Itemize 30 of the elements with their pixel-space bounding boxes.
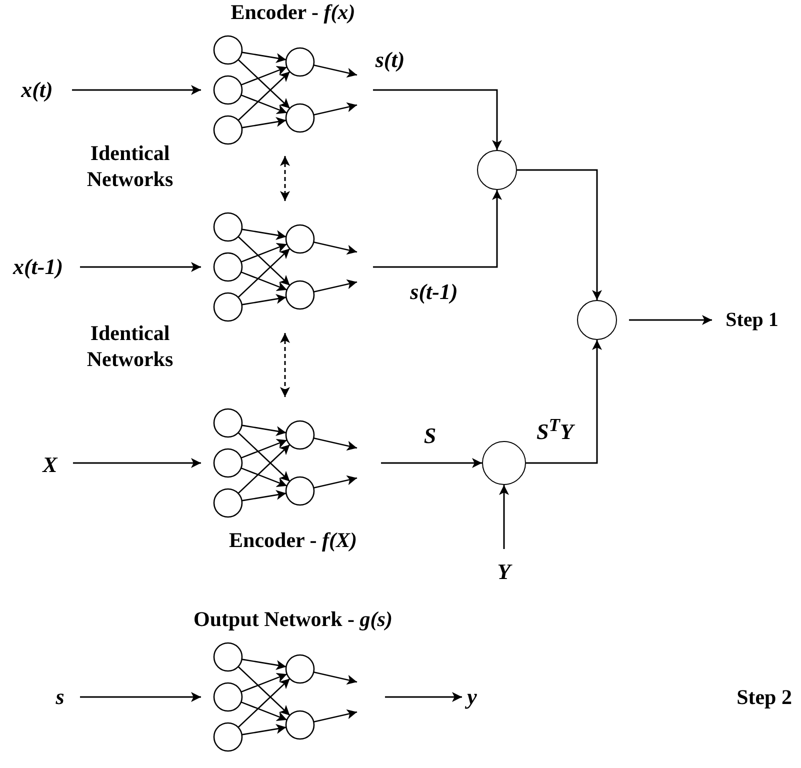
arrow bbox=[280, 333, 290, 397]
network-heading: Output Network - g(s) bbox=[194, 607, 392, 632]
arrow bbox=[80, 692, 201, 702]
arrow bbox=[373, 89, 502, 150]
variable-label: x(t-1) bbox=[4, 252, 72, 282]
note-text: Identical Networks bbox=[86, 320, 174, 372]
arrow bbox=[517, 169, 602, 300]
operation-circle bbox=[477, 150, 517, 190]
operation-circle bbox=[577, 300, 617, 340]
arrow bbox=[72, 85, 201, 95]
arrow bbox=[629, 315, 712, 325]
variable-label: X bbox=[35, 450, 65, 480]
arrow bbox=[280, 156, 290, 201]
variable-label: Y bbox=[490, 557, 518, 587]
arrow bbox=[80, 262, 201, 272]
variable-label: y bbox=[462, 682, 482, 712]
arrow bbox=[73, 458, 201, 468]
arrow bbox=[381, 458, 482, 468]
network-heading: Encoder - f(x) bbox=[230, 0, 356, 25]
note-text: Identical Networks bbox=[86, 140, 174, 192]
variable-label: x(t) bbox=[10, 75, 64, 105]
variable-label: s bbox=[48, 682, 72, 712]
arrow bbox=[385, 692, 462, 702]
operation-circle bbox=[482, 441, 526, 485]
arrow bbox=[499, 485, 509, 549]
note-text: Step 2 bbox=[736, 684, 792, 710]
arrow bbox=[373, 190, 502, 268]
network-heading: Encoder - f(X) bbox=[229, 528, 357, 553]
arrow bbox=[526, 340, 602, 464]
step-label: Step 1 bbox=[712, 306, 792, 334]
